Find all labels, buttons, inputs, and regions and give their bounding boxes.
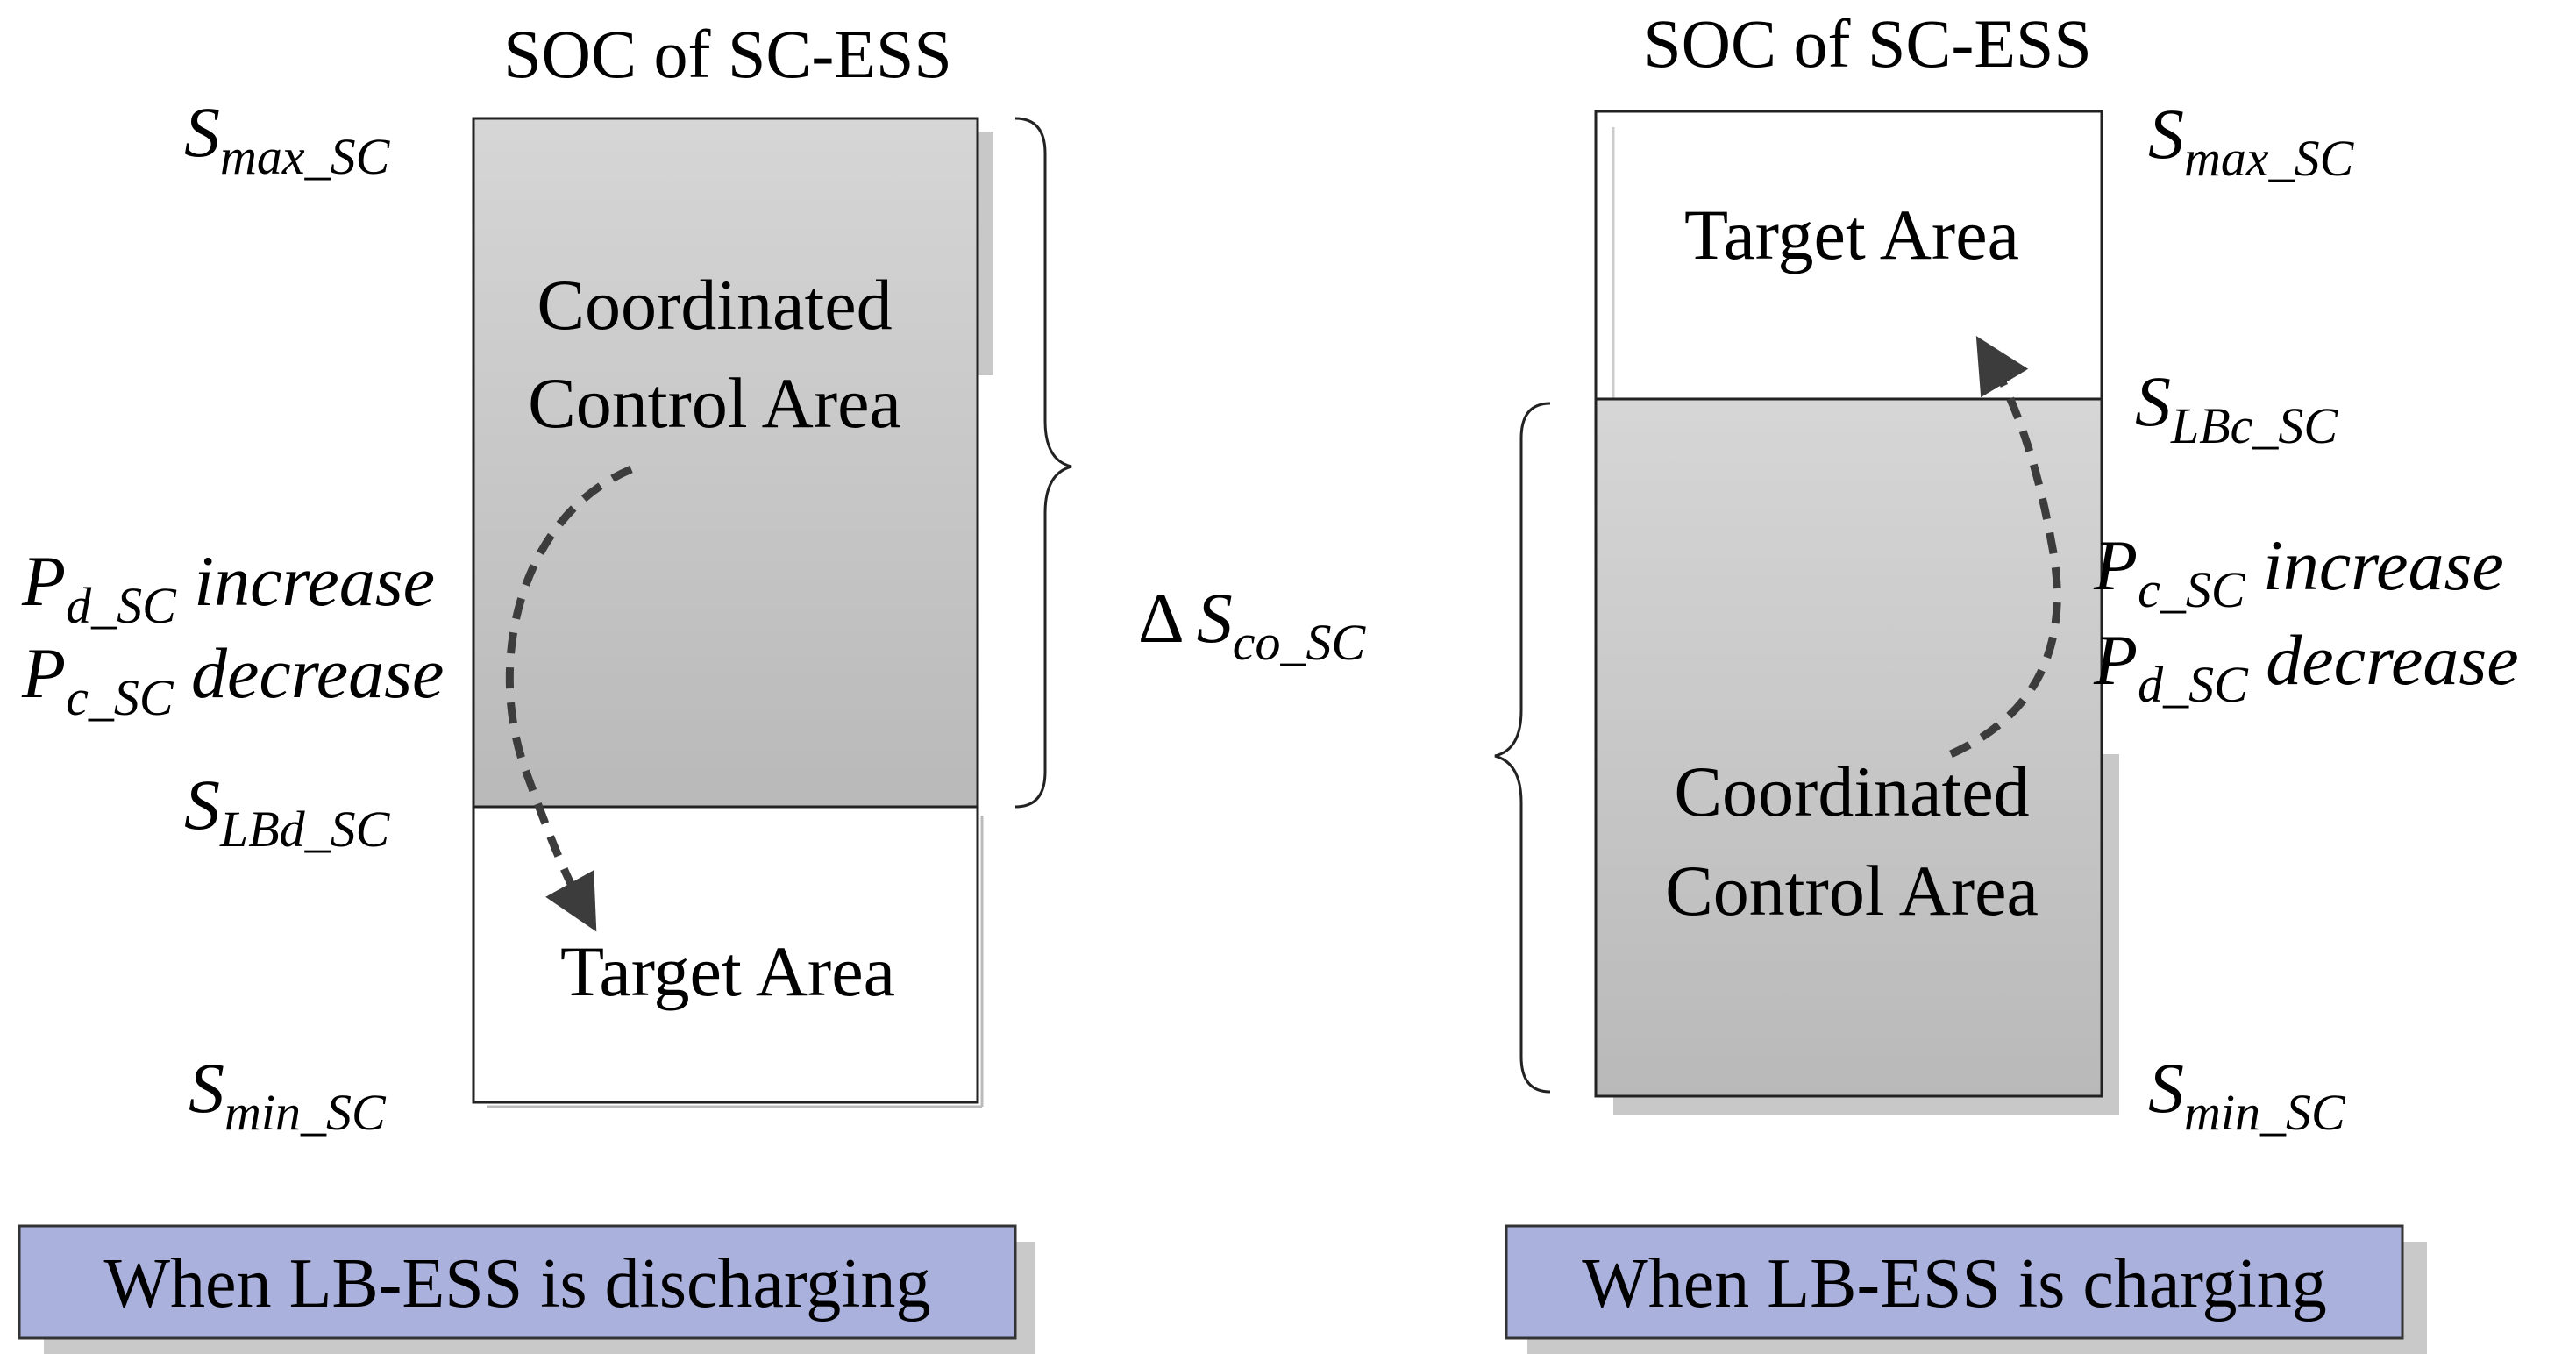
delta-brace-right-panel: [1494, 402, 1551, 1094]
left-target-label: Target Area: [560, 931, 895, 1011]
left-control-area: [472, 117, 979, 809]
left-slbd-label: SLBd_SC: [184, 765, 391, 858]
right-area-label-2: Control Area: [1665, 851, 2039, 930]
right-area-label-1: Coordinated: [1674, 752, 2029, 831]
left-panel: SOC of SC-ESS Coordinated Control Area T…: [18, 16, 1072, 1354]
left-smax-label: Smax_SC: [184, 92, 391, 185]
right-pc-label: Pc_SC increase: [2093, 525, 2504, 618]
right-pd-label: Pd_SC decrease: [2093, 620, 2519, 713]
left-flow-arrow: [505, 465, 633, 932]
left-caption-text: When LB-ESS is discharging: [104, 1245, 931, 1322]
right-target-label: Target Area: [1684, 195, 2019, 274]
right-control-area: [1594, 397, 2103, 1098]
delta-brace-left-panel: [1014, 117, 1072, 809]
right-smin-label: Smin_SC: [2148, 1048, 2346, 1141]
right-flow-arrow: [1949, 335, 2061, 759]
left-pd-label: Pd_SC increase: [21, 541, 435, 634]
right-slbc-label: SLBc_SC: [2135, 361, 2338, 454]
right-title: SOC of SC-ESS: [1643, 5, 2092, 82]
left-area-label-1: Coordinated: [537, 265, 892, 345]
right-caption-text: When LB-ESS is charging: [1582, 1245, 2327, 1322]
right-caption-box: [1505, 1224, 2404, 1340]
left-area-label-2: Control Area: [528, 363, 901, 443]
left-caption-box: [18, 1224, 1017, 1340]
left-pc-label: Pc_SC decrease: [21, 633, 444, 726]
left-title: SOC of SC-ESS: [503, 16, 952, 92]
right-panel: SOC of SC-ESS Target Area Coordinated Co…: [1494, 5, 2519, 1354]
left-smin-label: Smin_SC: [189, 1048, 387, 1141]
right-smax-label: Smax_SC: [2148, 94, 2355, 187]
